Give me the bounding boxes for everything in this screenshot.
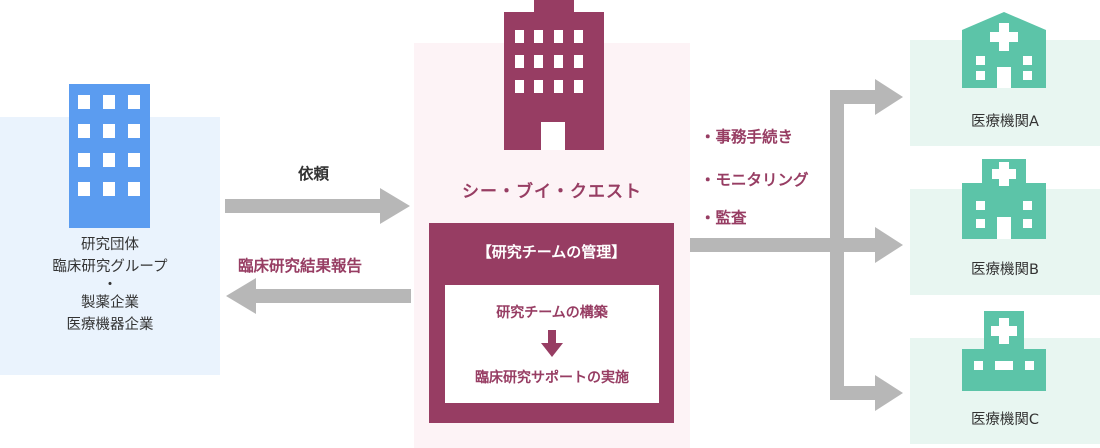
step-support: 臨床研究サポートの実施	[475, 370, 629, 386]
client-list: 研究団体 臨床研究グループ ・ 製薬企業 医療機器企業	[0, 234, 220, 336]
client-line: 医療機器企業	[66, 317, 154, 333]
step-build-team: 研究チームの構築	[496, 305, 608, 321]
client-line: 臨床研究グループ	[52, 259, 168, 275]
request-arrow	[225, 188, 410, 224]
branch-arrows	[690, 79, 903, 411]
hospital-icon	[962, 12, 1046, 88]
management-title: 【研究チームの管理】	[476, 243, 627, 261]
hospital-icon	[962, 311, 1046, 391]
client-line: 製薬企業	[81, 295, 139, 311]
task-item: ・監査	[700, 209, 747, 227]
down-arrow-icon	[541, 330, 563, 357]
client-separator: ・	[102, 277, 118, 293]
hospital-label: 医療機関A	[971, 114, 1039, 130]
company-building-icon	[504, 0, 604, 150]
task-item: ・事務手続き	[700, 128, 794, 146]
client-line: 研究団体	[81, 237, 139, 253]
task-item: ・モニタリング	[700, 171, 809, 189]
office-building-icon	[69, 84, 150, 228]
cvquest-title: シー・ブイ・クエスト	[462, 182, 642, 202]
hospital-label: 医療機関C	[970, 412, 1040, 428]
request-label: 依頼	[298, 165, 330, 183]
report-label: 臨床研究結果報告	[238, 257, 363, 275]
hospital-icon	[962, 159, 1046, 239]
report-arrow	[226, 278, 411, 314]
hospital-label: 医療機関B	[971, 262, 1039, 278]
